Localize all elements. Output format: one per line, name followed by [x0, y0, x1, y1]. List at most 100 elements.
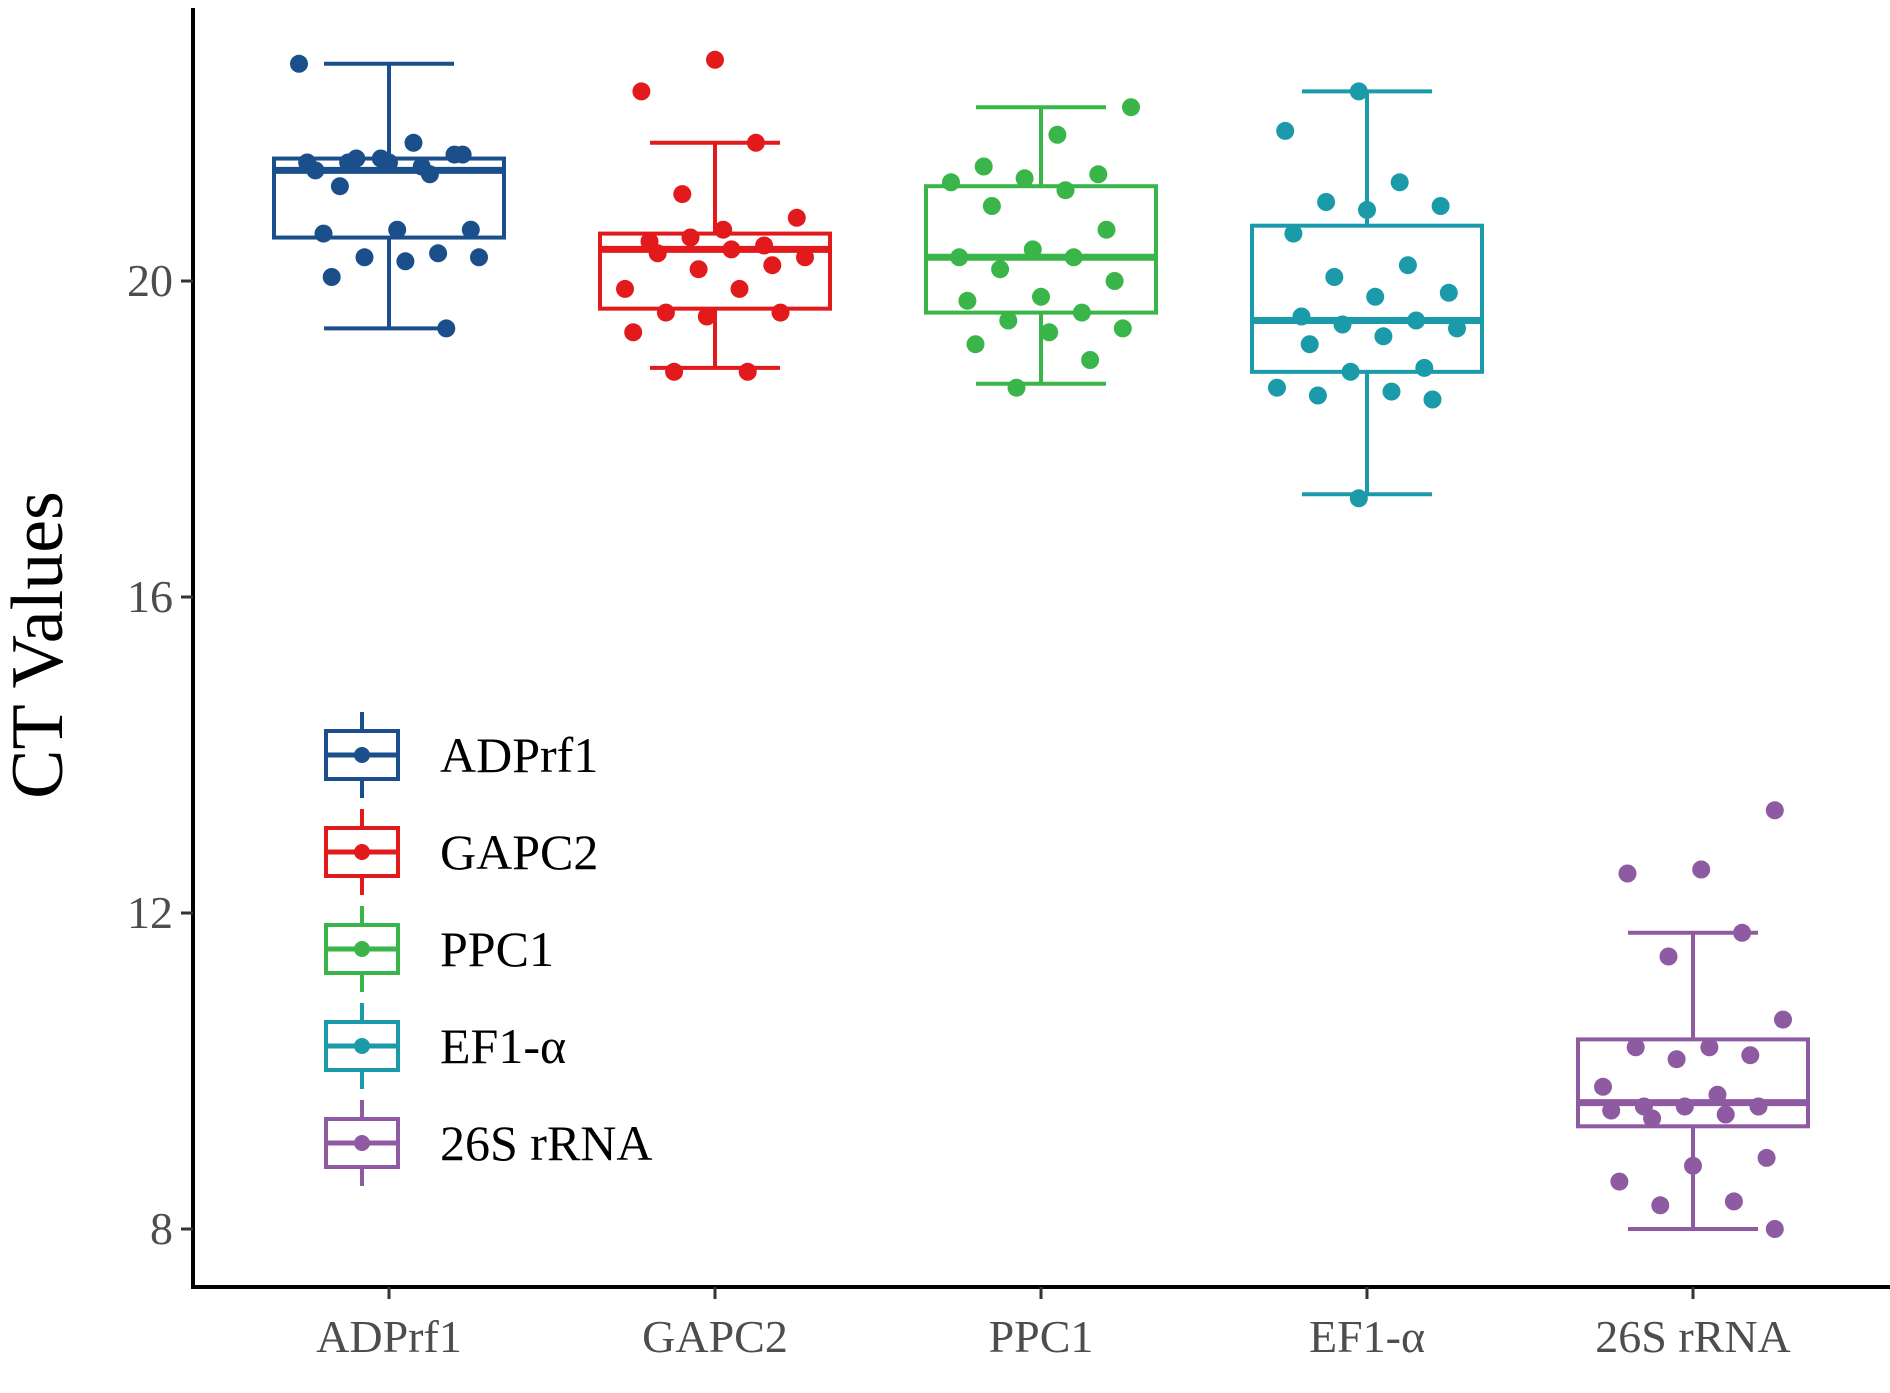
x-tick-label-adprf1: ADPrf1 — [316, 1311, 462, 1362]
legend-label: PPC1 — [440, 921, 554, 977]
data-point — [404, 133, 423, 152]
legend-key — [324, 1100, 400, 1186]
data-point — [771, 303, 790, 322]
data-point — [1765, 1220, 1784, 1238]
box-iqr — [1576, 1037, 1810, 1129]
data-point — [1056, 181, 1075, 200]
data-point — [1048, 125, 1067, 144]
x-tick-label-ef1: EF1-α — [1309, 1311, 1425, 1362]
axes — [191, 8, 1890, 1289]
data-point — [1659, 947, 1678, 966]
data-point — [1757, 1148, 1776, 1167]
data-point — [746, 133, 765, 152]
data-point — [1610, 1172, 1629, 1191]
data-point — [632, 82, 651, 101]
data-point — [763, 256, 782, 275]
data-point — [1015, 169, 1034, 188]
data-point — [290, 54, 308, 73]
data-point — [1398, 256, 1417, 275]
data-point — [1089, 165, 1108, 184]
data-point — [1081, 351, 1100, 369]
data-point — [1724, 1192, 1743, 1211]
data-point — [1105, 272, 1124, 290]
data-point — [706, 50, 724, 69]
legend-item-ef1: EF1-α — [324, 1003, 566, 1089]
data-point — [429, 244, 448, 263]
data-point — [966, 335, 985, 354]
data-point — [1774, 1010, 1792, 1029]
box-ppc1 — [924, 105, 1158, 386]
data-point — [306, 161, 325, 180]
legend-item-ppc1: PPC1 — [324, 906, 554, 992]
data-point — [681, 228, 700, 247]
box-adprf1 — [272, 61, 506, 331]
data-point — [942, 173, 960, 192]
data-point — [1423, 390, 1442, 409]
data-point — [347, 149, 366, 168]
data-point — [1358, 200, 1376, 219]
data-point — [1113, 319, 1132, 338]
data-point — [665, 362, 684, 381]
data-point — [796, 248, 814, 267]
data-point — [1333, 315, 1352, 334]
data-point — [322, 268, 341, 286]
data-point — [950, 248, 969, 267]
data-point — [1700, 1038, 1719, 1057]
data-point — [1276, 121, 1295, 140]
data-point — [624, 323, 643, 342]
legend-label: EF1-α — [440, 1018, 566, 1074]
data-point — [1390, 173, 1409, 192]
data-point — [1349, 82, 1368, 101]
data-point — [974, 157, 993, 176]
data-point — [1064, 248, 1083, 267]
data-point — [1366, 287, 1385, 306]
box-iqr — [924, 184, 1158, 315]
data-point — [330, 177, 349, 196]
data-point — [1349, 489, 1368, 508]
legend-key — [324, 809, 400, 895]
data-point — [453, 145, 472, 164]
data-point — [1439, 283, 1458, 302]
legend-item-gapc2: GAPC2 — [324, 809, 598, 895]
data-point — [1602, 1101, 1621, 1120]
data-point — [982, 197, 1001, 215]
y-axis-title: CT Values — [0, 491, 79, 799]
data-point — [1032, 287, 1050, 306]
data-point — [1268, 378, 1286, 397]
data-point — [1308, 386, 1327, 405]
data-point — [1733, 923, 1752, 942]
data-point — [1284, 224, 1303, 243]
data-point — [991, 260, 1010, 279]
data-point — [1431, 197, 1450, 215]
y-tick-label: 12 — [127, 887, 173, 938]
data-point — [1618, 864, 1637, 883]
data-point — [1448, 319, 1466, 338]
data-point — [1765, 801, 1784, 820]
y-tick-label: 20 — [127, 255, 173, 306]
legend-label: GAPC2 — [440, 824, 598, 880]
data-point — [1007, 378, 1026, 397]
data-point — [1749, 1097, 1768, 1116]
data-point — [1317, 193, 1336, 211]
legend-key — [324, 906, 400, 992]
data-point — [388, 220, 407, 239]
points-ppc1 — [942, 98, 1140, 397]
data-point — [1072, 303, 1091, 322]
data-point — [1716, 1105, 1735, 1124]
data-point — [738, 362, 757, 381]
data-point — [730, 279, 749, 298]
data-point — [616, 279, 634, 298]
points-adprf1 — [290, 54, 488, 338]
data-point — [648, 244, 667, 263]
data-point — [1040, 323, 1059, 342]
x-tick-label-26s-rrna: 26S rRNA — [1595, 1311, 1791, 1362]
box-series — [272, 61, 1810, 1231]
jitter-points — [290, 50, 1792, 1238]
data-point — [314, 224, 333, 243]
data-point — [396, 252, 415, 271]
data-point — [1415, 358, 1434, 377]
data-point — [437, 319, 456, 338]
